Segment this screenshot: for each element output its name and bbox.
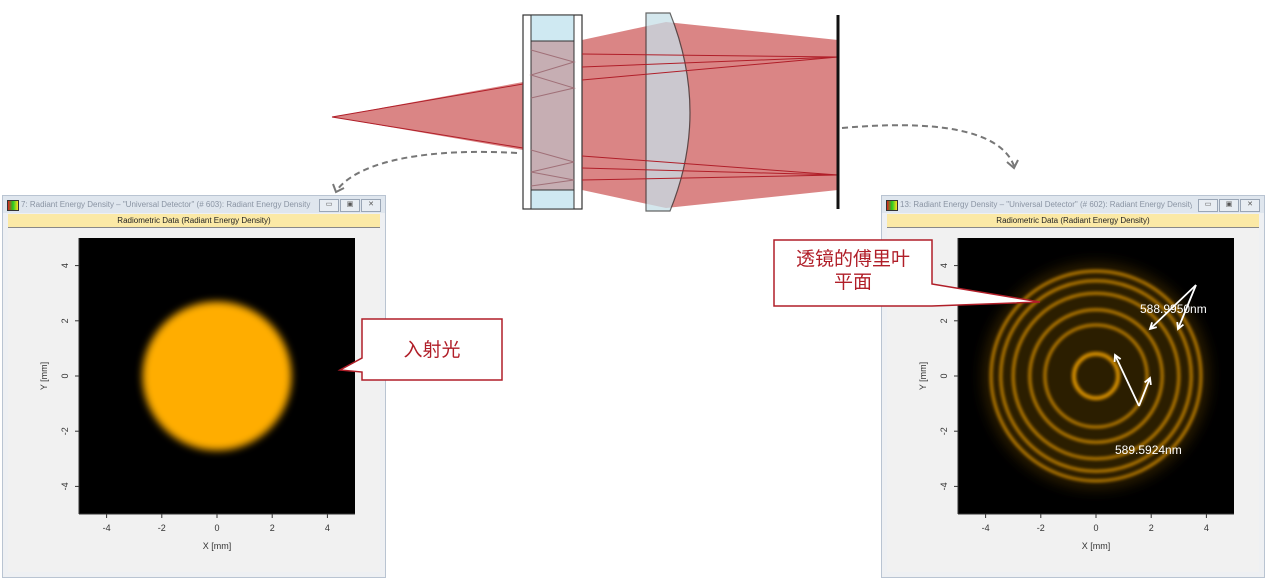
close-button[interactable]: ✕ [361,199,381,212]
x-tick-label: 2 [270,523,275,533]
interference-ring [1011,291,1181,461]
y-axis-label: Y [mm] [918,362,928,390]
callout-incident-light: 入射光 [403,339,461,361]
x-tick-label: 0 [1093,523,1098,533]
minimize-button[interactable]: ▭ [319,199,339,212]
y-tick-label: 2 [939,318,949,323]
callout-fourier-plane-line1: 透镜的傅里叶 [795,248,910,270]
arrow-head [1144,376,1152,386]
incident-beam-spot [142,301,292,451]
callout-fourier-plane-line2: 平面 [833,271,872,293]
left-detector-window: 7: Radiant Energy Density – "Universal D… [2,195,386,578]
window-title: 13: Radiant Energy Density – "Universal … [900,200,1192,209]
maximize-button[interactable]: ▣ [1219,199,1239,212]
right-detector-window: 13: Radiant Energy Density – "Universal … [881,195,1265,578]
fourier-plane-plot: -4 -4 -2 -2 0 0 2 2 4 4 X [mm] Y [mm] [918,238,1234,551]
annotation-arrow [1138,377,1151,407]
dashed-arrow-right [841,124,1015,167]
wavelength-label-lower: 589.5924nm [1115,443,1182,457]
x-axis-label: X [mm] [203,541,232,551]
y-tick-label: -2 [939,427,949,435]
dashed-arrow-left [336,150,518,191]
y-tick-label: 4 [939,263,949,268]
window-title: 7: Radiant Energy Density – "Universal D… [21,200,313,209]
x-tick-label: 0 [214,523,219,533]
y-tick-label: -4 [939,482,949,490]
ring-halo [982,262,1210,490]
arrow-head [1006,159,1019,170]
x-axis-label: X [mm] [1082,541,1111,551]
interference-ring [1043,323,1149,429]
interference-ring [999,279,1193,473]
y-tick-label: 0 [60,373,70,378]
arrow-head [332,183,345,194]
arrow-head [1176,321,1184,331]
annotation-arrow [1114,354,1140,407]
panel-subtitle: Radiometric Data (Radiant Energy Density… [8,214,380,228]
maximize-button[interactable]: ▣ [340,199,360,212]
y-tick-label: 0 [939,373,949,378]
app-icon [886,200,898,211]
y-tick-label: 4 [60,263,70,268]
arrow-head [1148,322,1157,331]
interference-ring [1071,351,1121,401]
x-tick-label: -2 [158,523,166,533]
window-titlebar: 13: Radiant Energy Density – "Universal … [882,196,1192,213]
panel-subtitle: Radiometric Data (Radiant Energy Density… [887,214,1259,228]
arrow-head [1113,353,1122,363]
y-axis-label: Y [mm] [39,362,49,390]
app-icon [7,200,19,211]
close-button[interactable]: ✕ [1240,199,1260,212]
y-tick-label: 2 [60,318,70,323]
y-tick-label: -4 [60,482,70,490]
annotation-arrow [1149,284,1197,330]
plate [522,14,583,210]
incident-light-plot: -4 -4 -2 -2 0 0 2 2 4 4 X [mm] Y [mm] [39,238,355,551]
interference-ring [1028,308,1164,444]
window-titlebar: 7: Radiant Energy Density – "Universal D… [3,196,313,213]
x-tick-label: -2 [1037,523,1045,533]
annotation-arrow [1177,284,1197,330]
minimize-button[interactable]: ▭ [1198,199,1218,212]
x-tick-label: 2 [1149,523,1154,533]
interference-ring [989,269,1203,483]
x-tick-label: 4 [325,523,330,533]
x-tick-label: -4 [982,523,990,533]
wavelength-label-upper: 588.9950nm [1140,302,1207,316]
x-tick-label: 4 [1204,523,1209,533]
x-tick-label: -4 [103,523,111,533]
y-tick-label: -2 [60,427,70,435]
rays [331,49,839,187]
